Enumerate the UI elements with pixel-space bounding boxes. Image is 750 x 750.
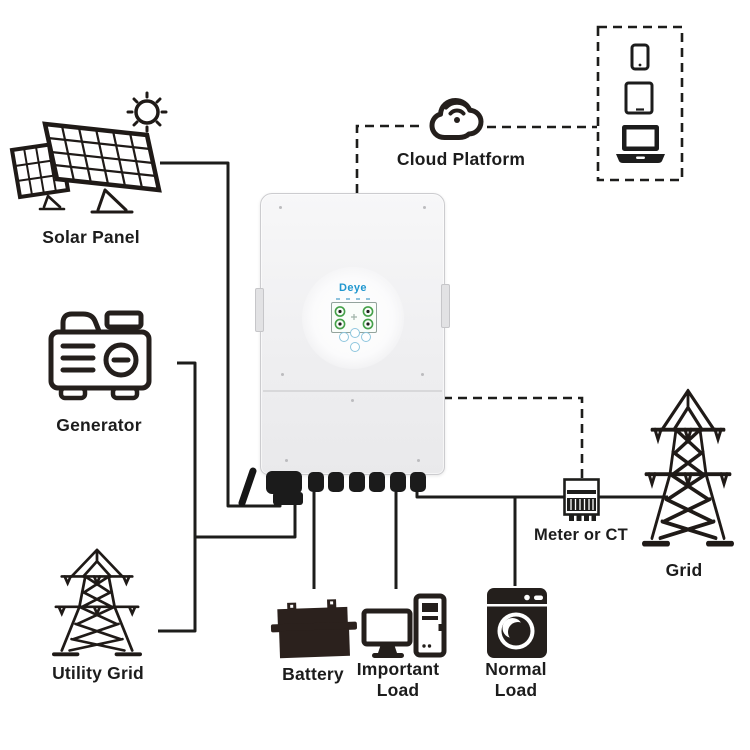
cable-gland — [308, 472, 324, 492]
lcd-gauges — [334, 306, 374, 330]
inverter-to-grid-line — [415, 492, 668, 499]
generator-icon — [48, 310, 152, 401]
important-load-label: Important Load — [356, 659, 440, 700]
inverter-button — [339, 332, 349, 342]
cable-gland — [328, 472, 344, 492]
battery-icon — [270, 599, 358, 659]
phone-icon — [630, 43, 650, 71]
utility-to-inverter-line — [195, 492, 297, 539]
solar-panel-icon — [9, 91, 168, 214]
utility-grid-label: Utility Grid — [52, 663, 144, 683]
cable-gland — [410, 472, 426, 492]
generator-label: Generator — [56, 415, 142, 435]
grid-tower-icon — [642, 388, 734, 547]
screw — [281, 373, 284, 376]
inverter-button — [350, 328, 360, 338]
inverter-seam — [263, 390, 442, 392]
cable-gland — [390, 472, 406, 492]
cable-gland — [369, 472, 385, 492]
screw — [351, 399, 354, 402]
screw — [421, 373, 424, 376]
inverter-button — [361, 332, 371, 342]
devices-dashed-box — [596, 25, 684, 182]
washing-machine-icon — [487, 588, 547, 658]
utility-grid-tower-icon — [52, 548, 142, 657]
grid-label: Grid — [665, 560, 703, 580]
meter-label: Meter or CT — [534, 526, 628, 544]
screw — [279, 206, 282, 209]
generator-utility-line — [158, 361, 197, 633]
computer-icon — [361, 593, 447, 658]
cable-gland — [349, 472, 365, 492]
devices-group — [616, 43, 665, 163]
inverter-cable-stub — [238, 467, 257, 507]
cloud-wifi-icon — [429, 98, 484, 140]
inverter-lcd-screen — [331, 302, 377, 333]
inverter-device: Deye — [255, 193, 450, 475]
inverter-right-bracket — [441, 284, 450, 328]
cloud-platform-label: Cloud Platform — [396, 149, 526, 169]
sun-icon — [126, 91, 168, 133]
inverter-to-cloud-dashed-line — [355, 124, 424, 193]
solar-panel-label: Solar Panel — [42, 227, 140, 247]
cable-gland-junction — [273, 492, 303, 505]
laptop-icon — [616, 125, 665, 163]
inverter-status-icons — [336, 298, 372, 300]
tablet-icon — [624, 81, 654, 115]
cable-gland-main — [266, 471, 302, 494]
inverter-left-bracket — [255, 288, 264, 332]
battery-label: Battery — [282, 664, 344, 684]
normal-load-label: Normal Load — [485, 659, 547, 700]
screw — [417, 459, 420, 462]
solar-panel-front — [42, 121, 162, 214]
meter-icon — [563, 478, 600, 521]
inverter-button — [350, 342, 360, 352]
inverter-to-meter-dashed-line — [443, 396, 584, 478]
screw — [285, 459, 288, 462]
inverter-brand-logo: Deye — [339, 282, 367, 294]
screw — [423, 206, 426, 209]
